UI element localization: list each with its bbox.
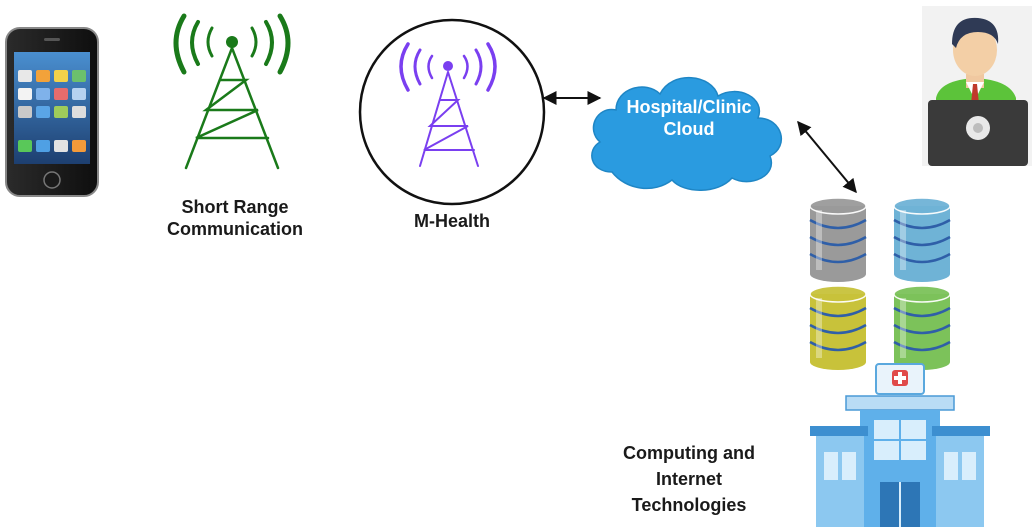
cloud-icon [591,77,782,191]
short-range-line-1: Short Range [181,197,289,217]
mhealth-text: M-Health [414,211,490,231]
database-cylinder [893,197,951,282]
database-cylinder [893,285,951,370]
mhealth-label: M-Health [372,210,532,232]
hospital-building-icon [810,363,990,527]
short-range-line-2: Communication [166,219,303,239]
green-signal-tower-icon [173,13,291,170]
cloud-line-2: Cloud [663,119,715,139]
computing-line-3: Technologies [631,495,747,515]
database-icon [809,197,951,370]
computing-label: Computing and Internet Technologies [596,440,782,518]
doctor-laptop-icon [922,6,1032,166]
database-cylinder [809,197,867,282]
database-cylinder [809,285,867,370]
computing-line-2: Internet [655,469,722,489]
computing-line-1: Computing and [623,443,755,463]
purple-signal-tower-icon [399,42,497,167]
smartphone-icon [5,27,99,197]
arrow-cloud-database [797,120,857,194]
short-range-label: Short Range Communication [140,196,330,240]
cloud-line-1: Hospital/Clinic [626,97,752,117]
cloud-label: Hospital/Clinic Cloud [596,96,782,140]
mhealth-circle [358,18,546,206]
